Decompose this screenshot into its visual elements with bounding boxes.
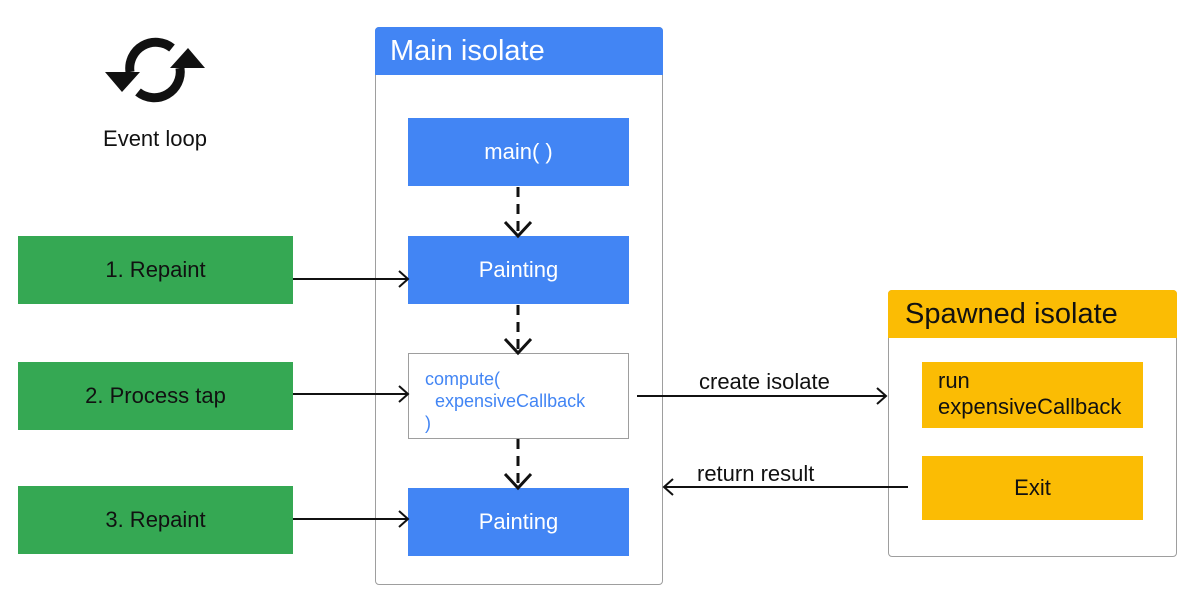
event-label: 3. Repaint (105, 507, 206, 532)
step-exit: Exit (922, 456, 1143, 520)
step-run-callback: run expensiveCallback (922, 362, 1143, 428)
arrow-event-3 (293, 510, 410, 528)
event-label: 2. Process tap (85, 383, 226, 408)
spawned-isolate-title: Spawned isolate (888, 290, 1177, 338)
step-label: Exit (1014, 475, 1051, 500)
return-result-label: return result (697, 461, 815, 486)
compute-line: ) (425, 413, 431, 433)
dashed-arrow-painting-to-compute (503, 305, 533, 356)
dashed-arrow-main-to-painting (503, 187, 533, 239)
dashed-arrow-compute-to-painting (503, 439, 533, 491)
event-repaint-3: 3. Repaint (18, 486, 293, 554)
step-painting-2: Painting (408, 488, 629, 556)
event-label: 1. Repaint (105, 257, 206, 282)
run-line: expensiveCallback (938, 394, 1122, 419)
main-isolate-title: Main isolate (375, 27, 663, 75)
event-process-tap: 2. Process tap (18, 362, 293, 430)
arrow-create-isolate (637, 387, 888, 405)
step-painting-1: Painting (408, 236, 629, 304)
step-main: main( ) (408, 118, 629, 186)
event-loop-label: Event loop (103, 126, 207, 151)
compute-line: compute( (425, 369, 501, 389)
arrow-return-result (662, 478, 908, 496)
event-repaint-1: 1. Repaint (18, 236, 293, 304)
run-line: run (938, 368, 970, 393)
sync-cycle-icon (100, 30, 210, 110)
step-label: Painting (478, 257, 559, 282)
arrow-event-2 (293, 385, 410, 403)
compute-line: expensiveCallback (425, 391, 586, 411)
step-label: Painting (478, 509, 559, 534)
arrow-event-1 (293, 270, 410, 288)
step-label: main( ) (484, 139, 553, 164)
create-isolate-label: create isolate (699, 369, 830, 394)
